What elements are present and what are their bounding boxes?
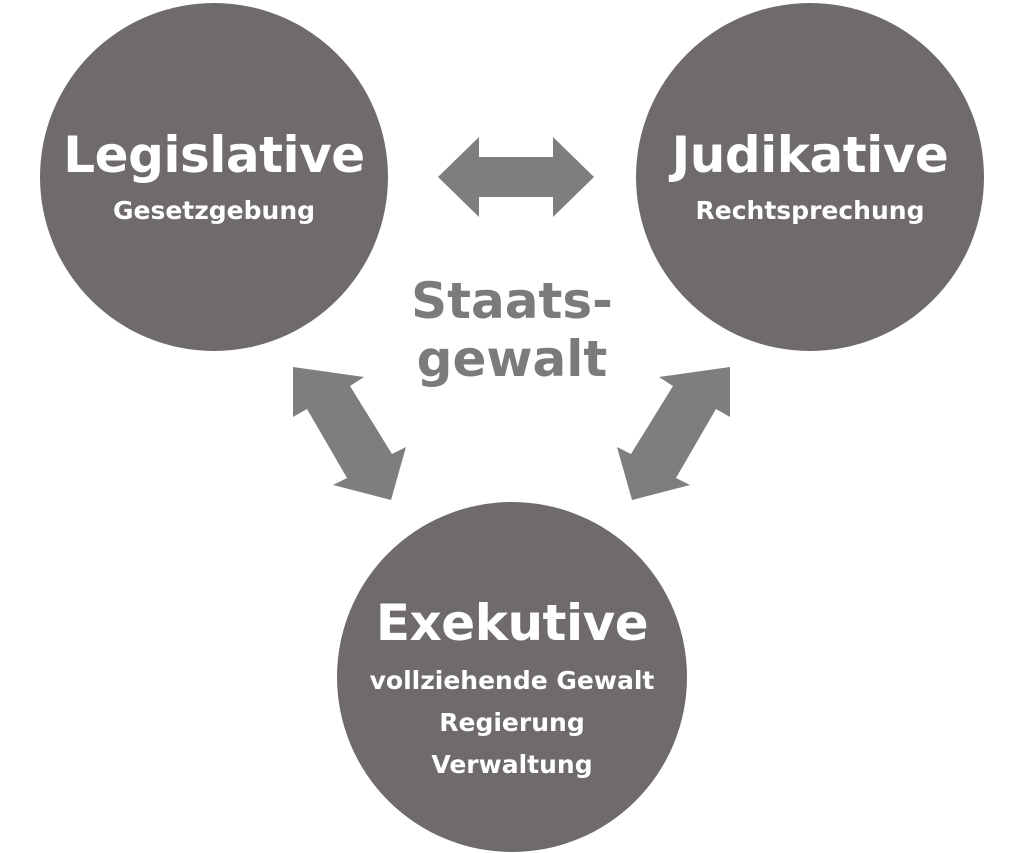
center-label-line1: Staats-: [411, 272, 613, 330]
center-label-staatsgewalt: Staats- gewalt: [362, 272, 662, 388]
center-label-line2: gewalt: [416, 330, 608, 388]
judikative-title: Judikative: [671, 126, 949, 184]
circle-judikative: Judikative Rechtsprechung: [636, 3, 984, 351]
circle-legislative: Legislative Gesetzgebung: [40, 3, 388, 351]
legislative-subtitle: Gesetzgebung: [112, 196, 316, 225]
circle-exekutive: Exekutive vollziehende Gewalt Regierung …: [337, 502, 687, 852]
exekutive-title: Exekutive: [375, 594, 649, 652]
arrow-legislative-judikative: [438, 137, 594, 217]
exekutive-line-regierung: Regierung: [439, 708, 585, 737]
judikative-subtitle: Rechtsprechung: [695, 196, 925, 225]
arrow-legislative-exekutive: [293, 367, 406, 500]
double-arrow-icon: [617, 367, 730, 500]
exekutive-line-verwaltung: Verwaltung: [431, 750, 593, 779]
legislative-title: Legislative: [63, 126, 365, 184]
arrow-judikative-exekutive: [617, 367, 730, 500]
double-arrow-icon: [438, 137, 594, 217]
double-arrow-icon: [293, 367, 406, 500]
exekutive-line-vollziehende: vollziehende Gewalt: [369, 666, 655, 695]
